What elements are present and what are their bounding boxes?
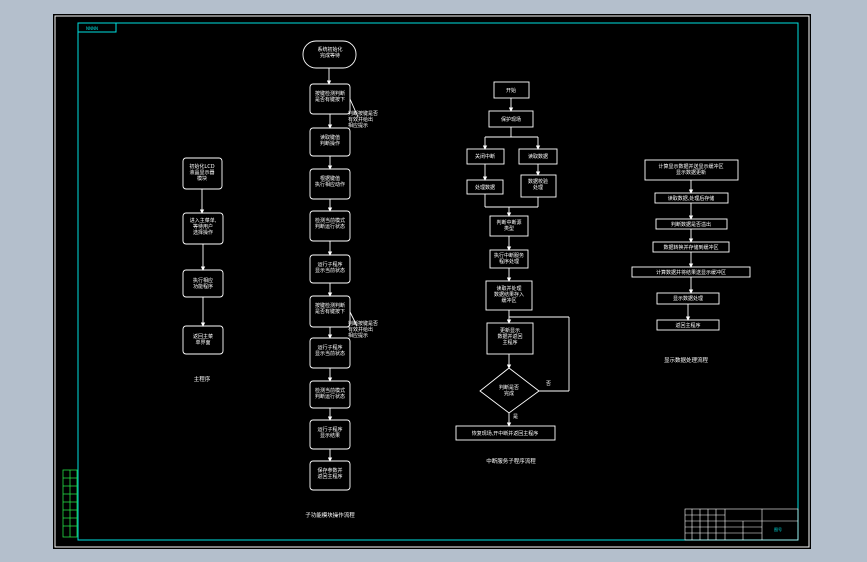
- flow2-node-10: [309, 460, 351, 491]
- flow2-start-text: 系统初始化完成等待: [317, 46, 342, 59]
- flow2-node-8-text: 检测当前模式判断运行状态: [315, 387, 345, 400]
- flow3-node-7: [486, 322, 534, 355]
- flow4-caption: 显示数据处理流程: [664, 356, 709, 364]
- inner-frame: [77, 22, 799, 541]
- flow2-node-7-text: 运行子程序显示当前状态: [315, 344, 345, 357]
- flow2-node-2-text: 读取键值判断操作: [320, 134, 340, 147]
- flow3-end-text: 恢复现场,开中断并返回主程序: [472, 430, 539, 437]
- flow1-node-3-text: 执行相应功能程序: [193, 277, 213, 290]
- flow3-right2-box: [520, 174, 557, 198]
- flow4-node-4-text: 数据转换并存储到缓冲区: [663, 244, 718, 251]
- flow2-note-2: 判断按键是否有效并给出相应提示: [348, 320, 378, 339]
- flow-display: 计算显示数据并送显示缓冲区显示数据更新 读取数据,处理后存储 判断数据是否溢出 …: [631, 159, 751, 364]
- flow2-node-1-text: 按键检测判断是否有键按下: [315, 90, 345, 103]
- flow4-node-2-text: 读取数据,处理后存储: [668, 195, 715, 202]
- flow2-node-9-text: 运行子程序显示结果: [317, 426, 342, 439]
- left-margin-table: [62, 469, 78, 538]
- flow1-node-1: [182, 157, 223, 190]
- flow4-node-3: [655, 218, 728, 230]
- flow4-node-2: [654, 192, 729, 204]
- flow1-node-4: [182, 325, 224, 355]
- flow2-node-10-text: 保存参数并返回主程序: [317, 467, 342, 480]
- outer-frame: [54, 15, 810, 548]
- drawing-sheet: [53, 14, 811, 549]
- flow3-start-text: 开始: [506, 87, 516, 94]
- flow2-note-1: 判断按键是否有效并给出相应提示: [348, 110, 378, 129]
- flow-interrupt: 开始 保护现场 关闭中断 读取数据 处理数据 数据校验处理 判断中断源类型 执行…: [455, 81, 570, 465]
- flow1-caption: 主程序: [194, 375, 211, 383]
- flow3-node-6-text: 读取并处理数据结果存入缓冲区: [494, 285, 524, 304]
- flow3-left-text: 关闭中断: [475, 153, 495, 160]
- flow3-node-5-text: 执行中断服务程序处理: [494, 252, 524, 265]
- flow3-yes-label: 是: [513, 414, 518, 420]
- flow3-no-label: 否: [546, 381, 551, 387]
- flow4-node-1: [644, 159, 739, 181]
- title-block-label: 图号: [774, 526, 782, 532]
- corner-tag: NNNN: [86, 26, 98, 31]
- flow3-start: [493, 81, 530, 99]
- title-block: 图号: [684, 508, 799, 541]
- flow2-node-5-text: 运行子程序显示当前状态: [315, 261, 345, 274]
- corner-tag-box: [77, 22, 117, 33]
- flow4-node-1-text: 计算显示数据并送显示缓冲区显示数据更新: [658, 163, 723, 176]
- flow2-start: [302, 40, 357, 69]
- flow3-right2-text: 数据校验处理: [528, 178, 548, 191]
- flow4-node-3-text: 判断数据是否溢出: [671, 221, 711, 228]
- flow2-node-4-text: 检测当前模式判断运行状态: [315, 217, 345, 230]
- flow3-right-text: 读取数据: [528, 153, 548, 160]
- flow2-node-3-text: 根据键值执行相应动作: [315, 175, 345, 188]
- flow3-left-box: [466, 148, 505, 165]
- flow1-node-4-text: 返回主菜单界面: [193, 333, 213, 346]
- flow4-node-5-text: 计算数据并将结果送显示缓冲区: [656, 269, 726, 276]
- flow1-node-2-text: 进入主菜单,等待用户选择操作: [190, 217, 217, 236]
- flow2-node-6-text: 按键检测判断是否有键按下: [315, 302, 345, 315]
- flow4-node-7-text: 返回主程序: [675, 322, 700, 329]
- flow3-merge-text: 判断中断源类型: [496, 219, 521, 232]
- flow3-end: [455, 425, 556, 441]
- flow3-decision-text: 判断是否完成: [499, 384, 519, 397]
- flow2-caption: 子功能模块操作流程: [305, 511, 355, 519]
- flow4-node-7: [656, 319, 720, 331]
- flow3-caption: 中断服务子程序流程: [486, 457, 536, 465]
- flow3-node-2-text: 保护现场: [501, 116, 521, 123]
- flow3-left2-text: 处理数据: [475, 184, 495, 191]
- flow3-node-7-text: 更新显示数据并返回主程序: [497, 327, 522, 346]
- flow-submodule: 系统初始化完成等待 按键检测判断是否有键按下 判断按键是否有效并给出相应提示 读…: [302, 40, 378, 519]
- flow4-node-6-text: 显示数据处理: [673, 295, 703, 302]
